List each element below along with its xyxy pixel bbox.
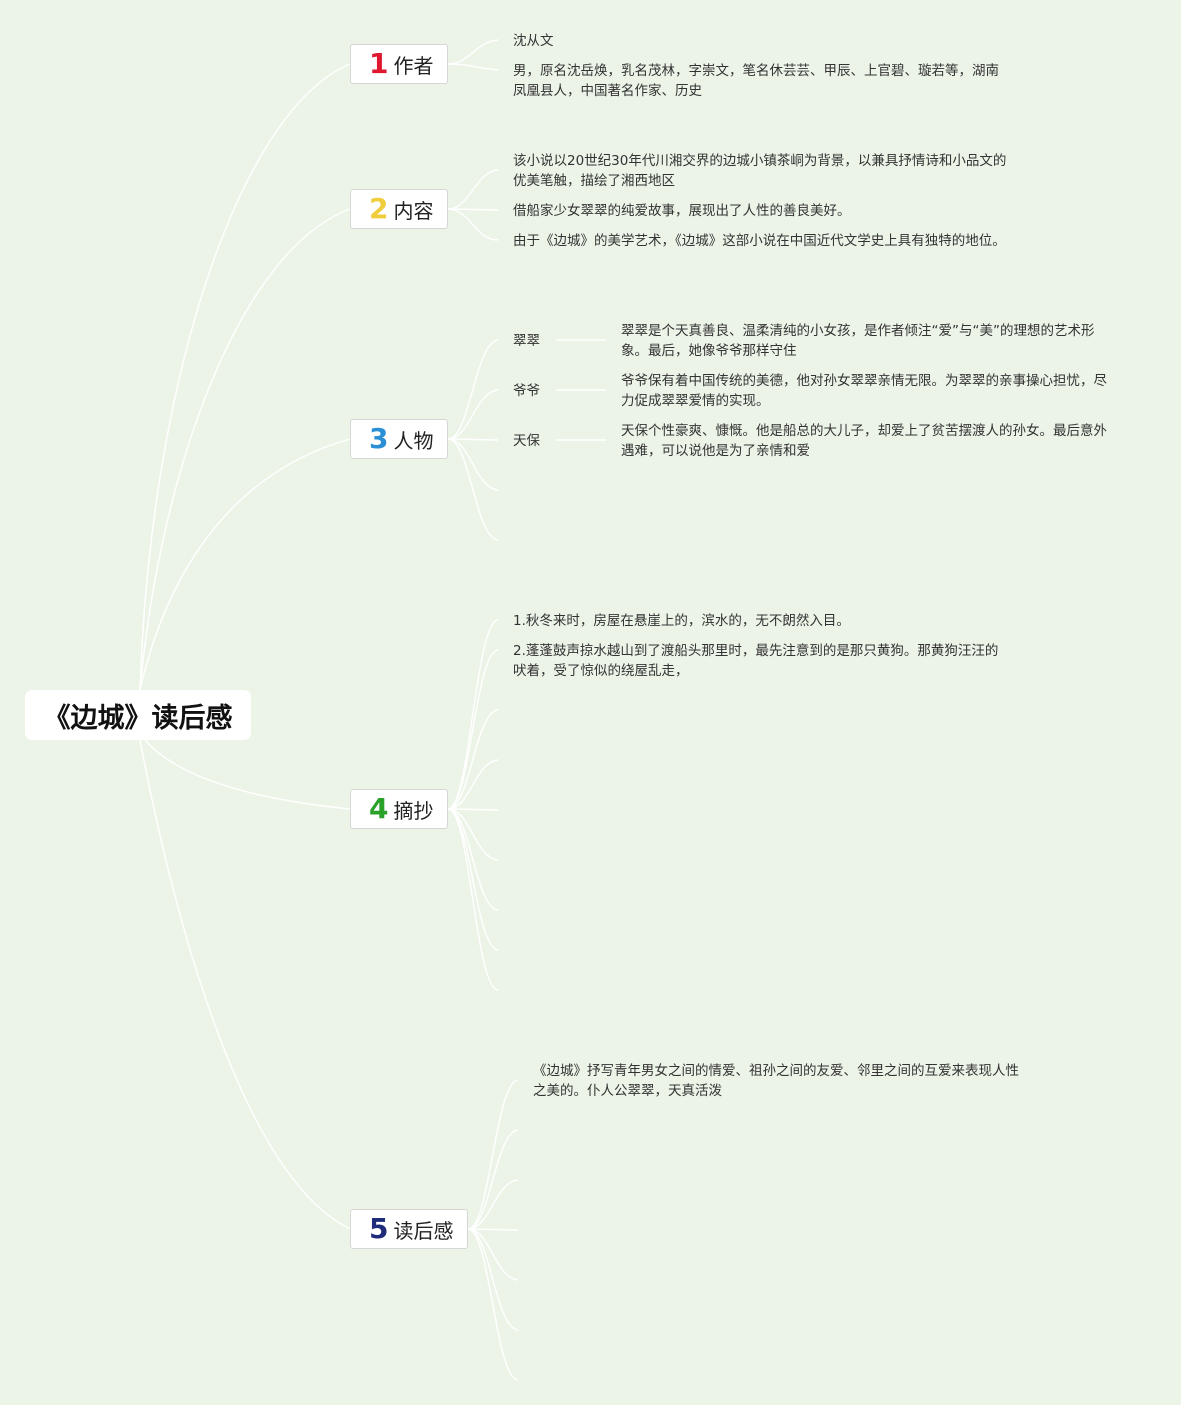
author-bio: 男，原名沈岳焕，乳名茂林，字崇文，笔名休芸芸、甲辰、上官碧、璇若等，湖南凤凰县人… [513,63,999,99]
root-title: 《边城》读后感 [43,702,233,734]
branch-characters[interactable]: 3 人物 [350,419,448,459]
branch-author-label: 作者 [393,53,434,78]
branch-reflection[interactable]: 5 读后感 [350,1209,468,1249]
character-name: 天保 [513,433,540,449]
content-item: 该小说以20世纪30年代川湘交界的边城小镇茶峒为背景，以兼具抒情诗和小品文的优美… [513,153,1007,189]
character-name: 爷爷 [513,383,540,399]
character-name: 翠翠 [513,333,540,349]
number-1: 1 [369,47,389,80]
character-desc: 翠翠是个天真善良、温柔清纯的小女孩，是作者倾注“爱”与“美”的理想的艺术形象。最… [621,323,1095,359]
excerpt-item: 2.蓬蓬鼓声掠水越山到了渡船头那里时，最先注意到的是那只黄狗。那黄狗汪汪的吠着，… [513,643,999,679]
number-3: 3 [369,422,389,455]
branch-characters-label: 人物 [393,428,434,453]
root-node[interactable]: 《边城》读后感 [25,690,251,740]
branch-reflection-label: 读后感 [393,1218,454,1243]
branch-excerpts[interactable]: 4 摘抄 [350,789,448,829]
character-desc: 爷爷保有着中国传统的美德，他对孙女翠翠亲情无限。为翠翠的亲事操心担忧，尽力促成翠… [621,373,1107,409]
content-item: 借船家少女翠翠的纯爱故事，展现出了人性的善良美好。 [513,203,851,219]
number-5: 5 [369,1212,389,1245]
reflection-item: 《边城》抒写青年男女之间的情爱、祖孙之间的友爱、邻里之间的互爱来表现人性之美的。… [533,1063,1019,1099]
character-desc: 天保个性豪爽、慷慨。他是船总的大儿子，却爱上了贫苦摆渡人的孙女。最后意外遇难，可… [621,423,1107,459]
branch-excerpts-label: 摘抄 [393,798,434,823]
branch-content[interactable]: 2 内容 [350,189,448,229]
number-2: 2 [369,192,389,225]
branch-author[interactable]: 1 作者 [350,44,448,84]
branch-content-label: 内容 [393,198,434,223]
number-4: 4 [369,792,389,825]
excerpt-item: 1.秋冬来时，房屋在悬崖上的，滨水的，无不朗然入目。 [513,613,850,629]
content-item: 由于《边城》的美学艺术，《边城》这部小说在中国近代文学史上具有独特的地位。 [513,233,1006,249]
author-name: 沈从文 [513,33,554,49]
